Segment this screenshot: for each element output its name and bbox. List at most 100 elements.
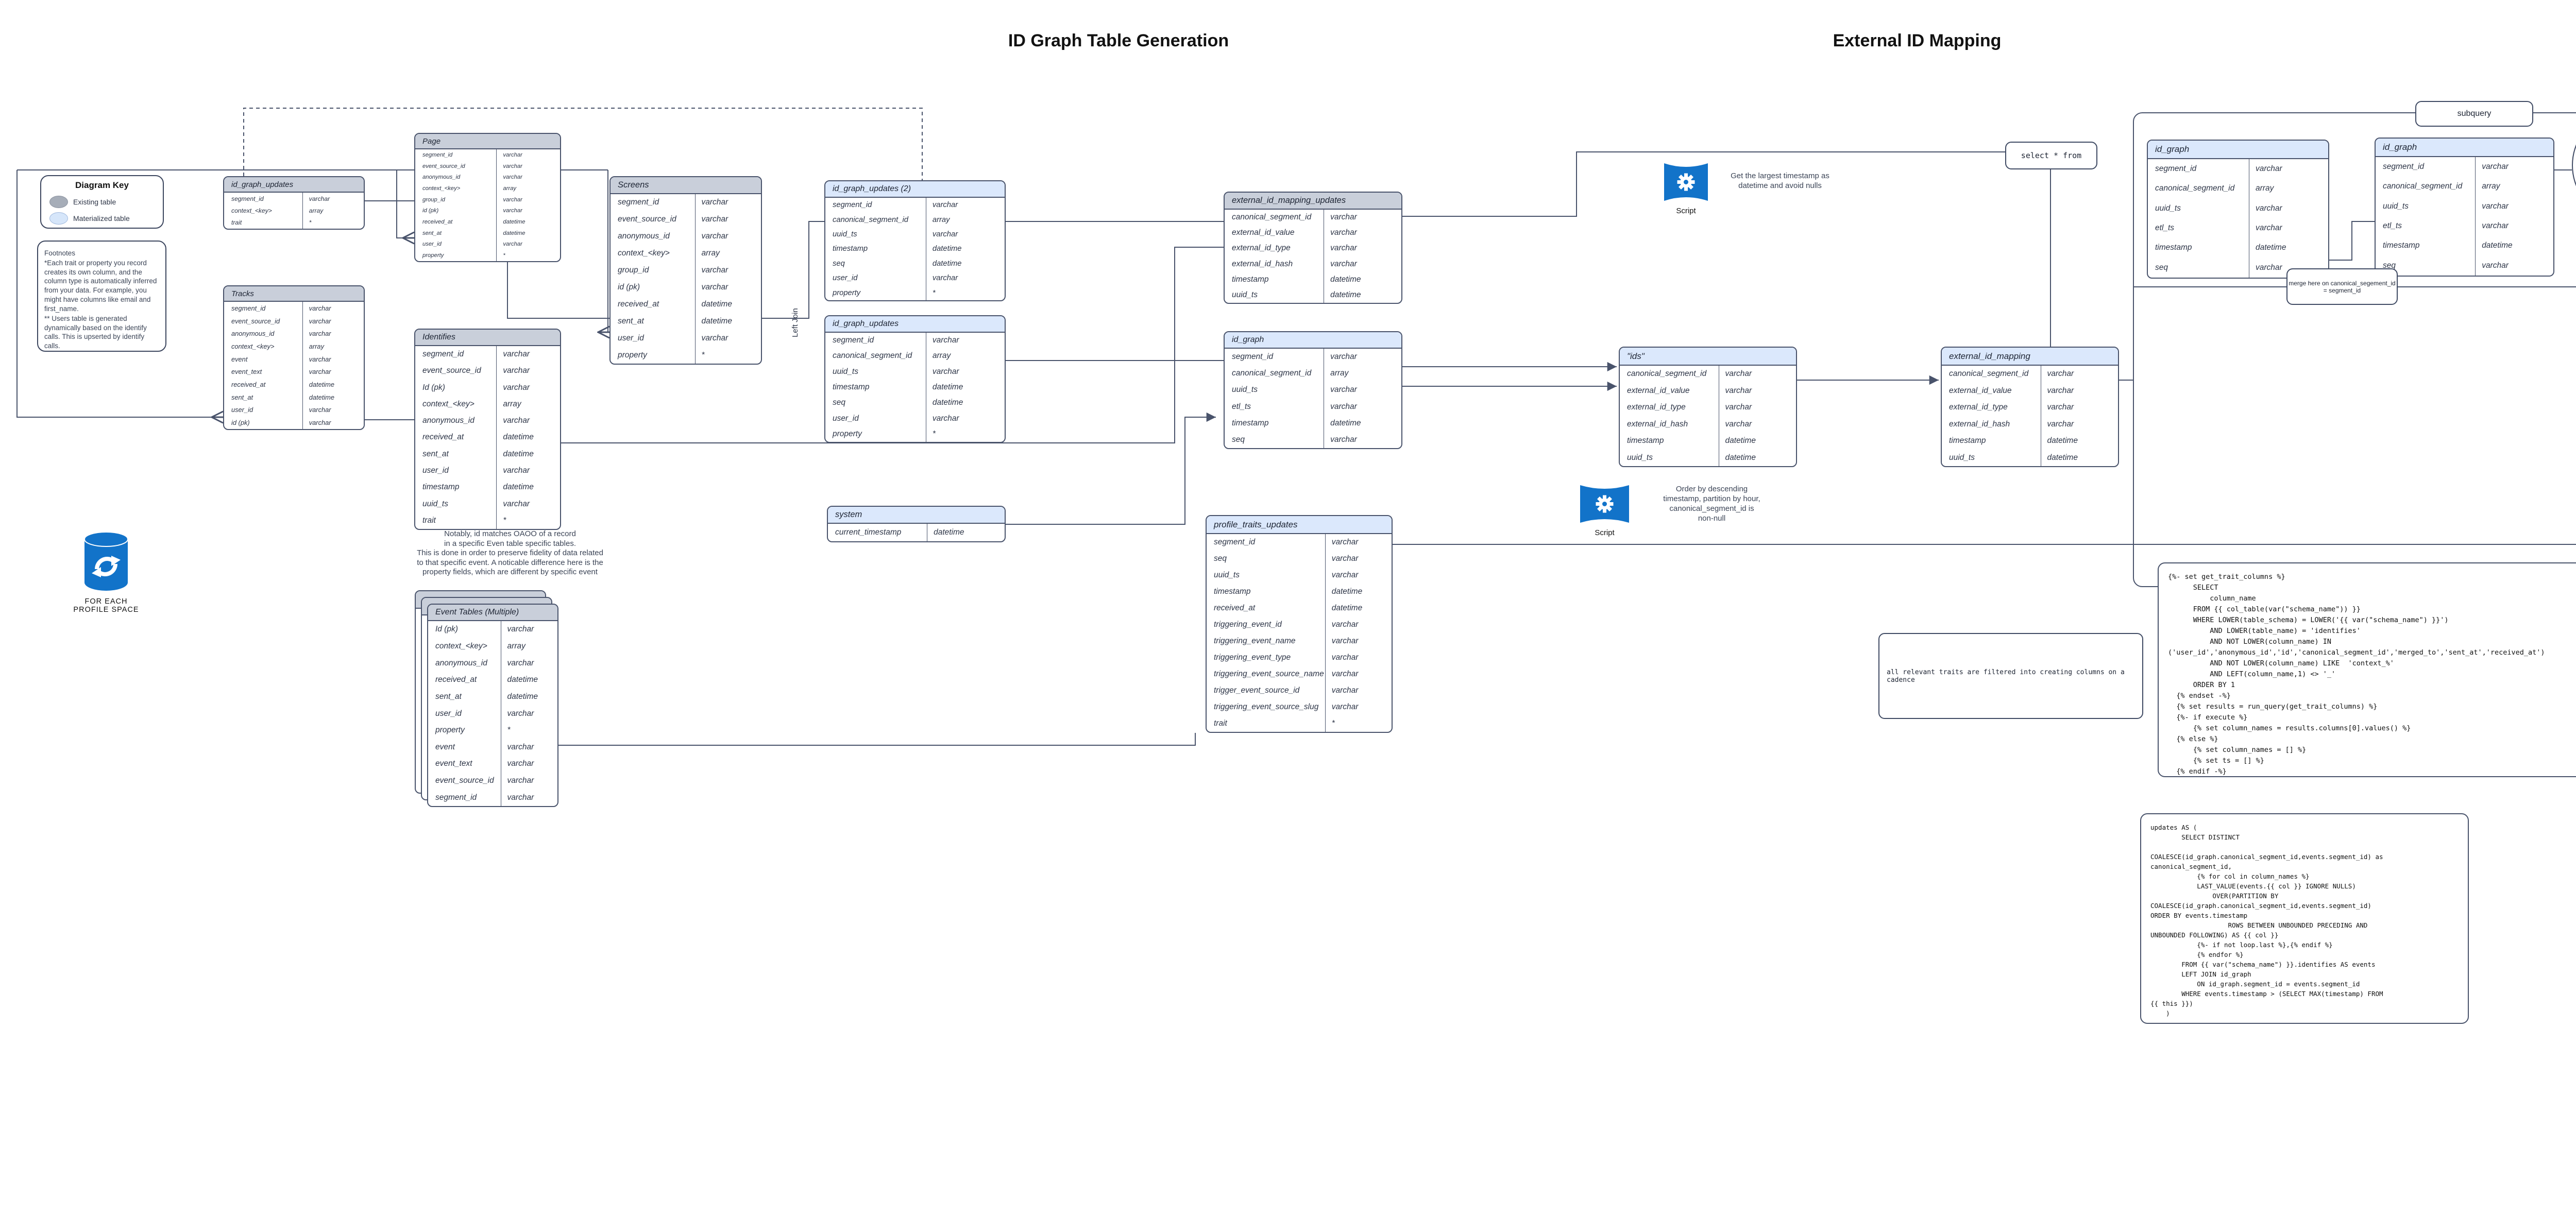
- column-type: datetime: [496, 227, 560, 239]
- column-type: varchar: [500, 739, 557, 756]
- column-type: varchar: [694, 211, 761, 228]
- database-sync-icon: [84, 532, 128, 591]
- table-row: context_<key>array: [428, 638, 557, 655]
- table-title: external_id_mapping_updates: [1232, 196, 1346, 205]
- column-type: datetime: [1325, 600, 1392, 616]
- column-type: datetime: [500, 688, 557, 706]
- column-type: varchar: [302, 352, 364, 366]
- script-icon: [1664, 163, 1708, 201]
- column-name: received_at: [618, 299, 659, 308]
- column-name: segment_id: [833, 336, 874, 345]
- legend-item: Existing table: [41, 194, 163, 210]
- column-type: datetime: [925, 242, 1005, 256]
- column-name: canonical_segment_id: [1232, 213, 1312, 222]
- column-name: external_id_hash: [1949, 419, 2010, 428]
- column-type: varchar: [2475, 157, 2553, 177]
- column-type: datetime: [925, 256, 1005, 271]
- column-type: datetime: [496, 445, 560, 462]
- column-type: varchar: [1325, 682, 1392, 699]
- column-name: anonymous_id: [435, 658, 487, 667]
- column-type: varchar: [500, 655, 557, 672]
- column-name: uuid_ts: [1949, 453, 1975, 462]
- column-name: anonymous_id: [422, 416, 474, 425]
- column-name: anonymous_id: [422, 174, 461, 181]
- column-type: array: [694, 245, 761, 262]
- column-type: datetime: [302, 378, 364, 391]
- column-name: segment_id: [231, 304, 266, 312]
- table-title: Event Tables (Multiple): [435, 608, 519, 616]
- table-row: property*: [428, 722, 557, 739]
- table-row: context_<key>array: [415, 396, 560, 413]
- column-type: varchar: [2475, 196, 2553, 216]
- table-header-screens: Screens: [611, 177, 761, 194]
- column-name: segment_id: [231, 195, 264, 202]
- for-each-label-line: PROFILE SPACE: [73, 606, 139, 614]
- column-type: varchar: [2249, 159, 2328, 179]
- column-type: *: [302, 216, 364, 229]
- column-type: varchar: [1324, 382, 1401, 399]
- column-type: datetime: [1324, 287, 1401, 303]
- column-name: anonymous_id: [618, 232, 670, 241]
- column-name: Id (pk): [422, 383, 445, 392]
- table-row: anonymous_id varchar: [428, 655, 557, 672]
- column-name: segment_id: [435, 793, 477, 802]
- column-name: segment_id: [618, 198, 659, 207]
- script-shape-script2: Script: [1580, 484, 1629, 537]
- column-name: property: [435, 726, 465, 735]
- note-line: non-null: [1698, 514, 1726, 523]
- column-name: external_id_value: [1232, 228, 1295, 237]
- footnote-text: *Each trait or property you record creat…: [44, 259, 157, 313]
- table-header-pt_idg1: id_graph: [2148, 141, 2328, 159]
- column-name: segment_id: [422, 151, 453, 158]
- table-header-eimu: external_id_mapping_updates: [1225, 193, 1401, 210]
- column-name: external_id_type: [1949, 403, 2008, 412]
- column-name: timestamp: [833, 245, 868, 253]
- column-type: datetime: [496, 429, 560, 446]
- column-name: canonical_segment_id: [2155, 184, 2235, 193]
- column-type: varchar: [1718, 399, 1796, 416]
- column-type: array: [925, 212, 1005, 227]
- column-name: context_<key>: [231, 342, 275, 350]
- column-type: varchar: [925, 333, 1005, 349]
- column-name: property: [422, 252, 444, 259]
- column-type: varchar: [500, 621, 557, 638]
- column-type: varchar: [694, 330, 761, 347]
- column-type: varchar: [2040, 399, 2118, 416]
- column-name: segment_id: [1232, 352, 1274, 362]
- column-name: event_text: [231, 368, 262, 376]
- column-name: user_id: [231, 406, 253, 414]
- column-name: triggering_event_name: [1214, 637, 1296, 645]
- column-type: *: [925, 426, 1005, 442]
- note-line: Order by descending: [1675, 485, 1748, 493]
- column-type: varchar: [496, 379, 560, 396]
